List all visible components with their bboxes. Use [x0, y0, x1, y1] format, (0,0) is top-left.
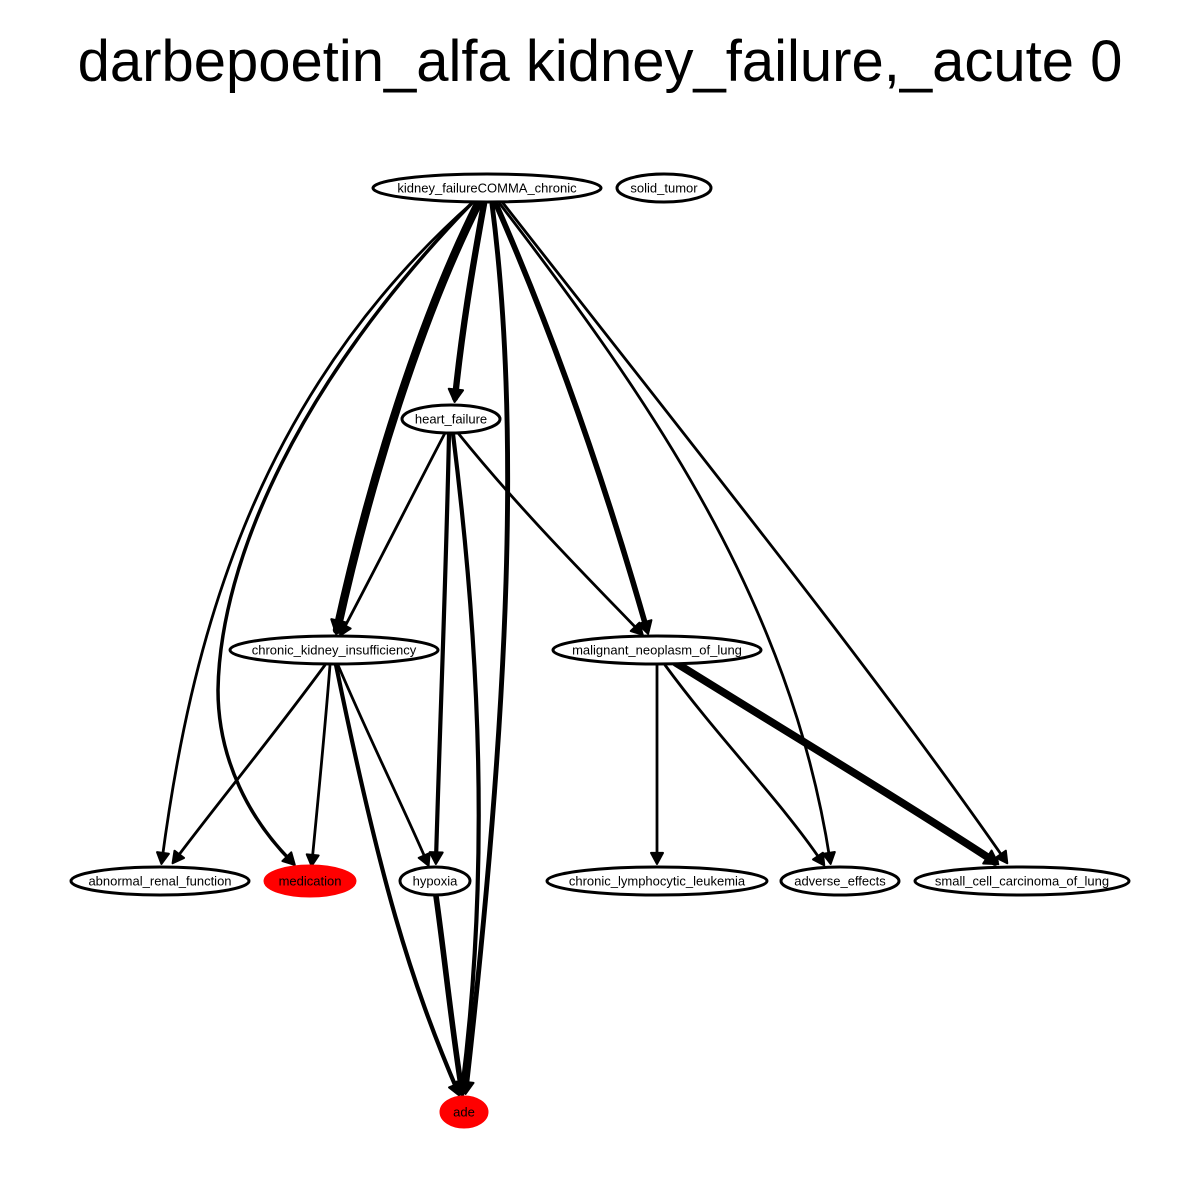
- edge-hf-to-mnl: [456, 431, 642, 634]
- node-kfc: kidney_failureCOMMA_chronic: [371, 172, 603, 204]
- node-label-kfc: kidney_failureCOMMA_chronic: [397, 181, 577, 196]
- arrowhead-hf-to-hyp: [428, 851, 444, 865]
- edge-kfc-to-cki: [332, 199, 483, 635]
- node-label-arf: abnormal_renal_function: [88, 874, 231, 889]
- node-arf: abnormal_renal_function: [69, 865, 251, 897]
- node-cll: chronic_lymphocytic_leukemia: [545, 865, 769, 897]
- edge-hf-to-cki: [340, 431, 447, 634]
- node-st: solid_tumor: [615, 172, 713, 204]
- arrowhead-mnl-to-cll: [650, 851, 664, 865]
- arrowhead-hf-to-cki: [339, 621, 352, 637]
- node-shape-st: [615, 172, 713, 204]
- edge-kfc-to-mnl: [493, 201, 650, 633]
- node-shape-kfc: [371, 172, 603, 204]
- node-mnl: malignant_neoplasm_of_lung: [551, 634, 763, 666]
- edge-kfc-to-arf: [160, 201, 474, 862]
- arrowhead-kfc-to-mnl: [637, 619, 653, 635]
- arrowhead-kfc-to-arf: [156, 851, 170, 865]
- edge-kfc-to-ade: [463, 201, 511, 1093]
- edge-mnl-to-ae: [663, 663, 824, 864]
- node-ade: ade: [439, 1095, 489, 1129]
- edge-kfc-to-med: [216, 201, 474, 864]
- arrowhead-hf-to-mnl: [629, 621, 644, 636]
- node-shape-ade: [439, 1095, 489, 1129]
- node-label-sccl: small_cell_carcinoma_of_lung: [935, 874, 1109, 889]
- arrowhead-kfc-to-hf: [447, 387, 465, 403]
- edge-cki-to-hyp: [336, 663, 429, 864]
- edge-mnl-to-sccl: [672, 659, 999, 866]
- node-shape-sccl: [913, 865, 1131, 897]
- arrowhead-kfc-to-med: [281, 851, 296, 866]
- page-title: darbepoetin_alfa kidney_failure,_acute 0: [77, 29, 1123, 94]
- node-sccl: small_cell_carcinoma_of_lung: [913, 865, 1131, 897]
- node-label-st: solid_tumor: [630, 181, 698, 196]
- arrowhead-mnl-to-sccl: [982, 849, 1000, 866]
- node-label-mnl: malignant_neoplasm_of_lung: [572, 643, 742, 658]
- node-label-hf: heart_failure: [415, 412, 487, 427]
- node-label-hyp: hypoxia: [413, 874, 459, 889]
- arrowhead-cki-to-hyp: [417, 852, 431, 867]
- edge-kfc-to-sccl: [501, 201, 1007, 862]
- edge-hf-to-hyp: [433, 431, 452, 863]
- node-cki: chronic_kidney_insufficiency: [228, 634, 440, 666]
- node-shape-med: [263, 864, 357, 898]
- node-layer: kidney_failureCOMMA_chronic solid_tumorhe…: [69, 172, 1131, 1129]
- edge-cki-to-med: [310, 663, 332, 864]
- node-ae: adverse_effects: [779, 865, 901, 897]
- node-hyp: hypoxia: [398, 865, 472, 897]
- node-shape-cll: [545, 865, 769, 897]
- edge-kfc-to-ae: [498, 202, 832, 862]
- arrowhead-kfc-to-ae: [821, 851, 836, 865]
- node-hf: heart_failure: [400, 403, 502, 435]
- arrowhead-cki-to-arf: [171, 849, 186, 865]
- node-shape-hf: [400, 403, 502, 435]
- node-label-cki: chronic_kidney_insufficiency: [252, 643, 417, 658]
- arrowhead-kfc-to-sccl: [995, 849, 1009, 865]
- edge-hyp-to-ade: [433, 893, 465, 1095]
- node-shape-cki: [228, 634, 440, 666]
- edge-kfc-to-hf: [451, 200, 488, 402]
- node-label-cll: chronic_lymphocytic_leukemia: [569, 874, 746, 889]
- node-label-med: medication: [279, 874, 342, 889]
- node-label-ade: ade: [453, 1105, 475, 1120]
- edge-cki-to-ade: [333, 662, 461, 1095]
- arrowhead-cki-to-med: [305, 853, 320, 867]
- node-label-ae: adverse_effects: [794, 874, 886, 889]
- arrowhead-mnl-to-ae: [812, 851, 826, 867]
- node-shape-mnl: [551, 634, 763, 666]
- node-med: medication: [263, 864, 357, 898]
- edge-layer: [156, 199, 1009, 1097]
- node-shape-ae: [779, 865, 901, 897]
- node-shape-hyp: [398, 865, 472, 897]
- edge-hf-to-ade: [450, 431, 481, 1093]
- arrowhead-hyp-to-ade: [452, 1081, 469, 1097]
- edge-cki-to-arf: [173, 663, 327, 862]
- node-shape-arf: [69, 865, 251, 897]
